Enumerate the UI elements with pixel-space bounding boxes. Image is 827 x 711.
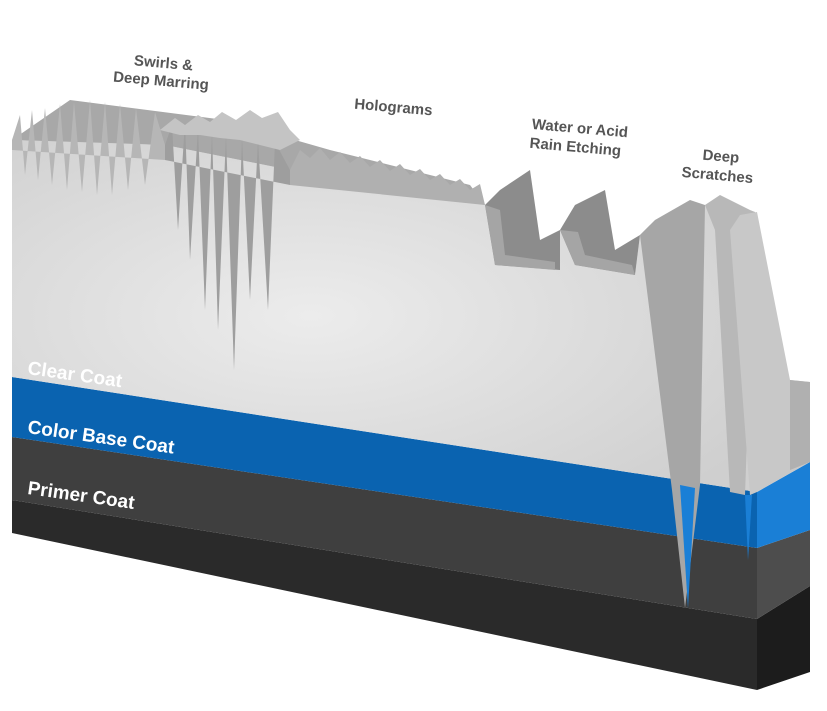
primer-coat-layer	[12, 437, 757, 619]
color-base-coat-side	[757, 462, 810, 548]
holograms-label: Holograms	[354, 96, 434, 120]
primer-coat-side	[757, 530, 810, 619]
swirls-label: Swirls & Deep Marring	[113, 51, 212, 94]
hologram-ridges	[290, 148, 485, 205]
swirl-top-ridges	[160, 110, 300, 150]
scratch-base-cut	[680, 485, 695, 608]
deep-scratch-gouges	[640, 195, 810, 608]
etching-pits	[485, 170, 640, 275]
swirl-marring-teeth	[12, 100, 165, 195]
scratches-label: Deep Scratches	[681, 145, 756, 187]
vehicle-body-side	[757, 586, 810, 690]
color-base-coat-layer	[12, 377, 757, 548]
etching-label: Water or Acid Rain Etching	[529, 116, 633, 161]
vehicle-body-layer	[12, 500, 757, 690]
